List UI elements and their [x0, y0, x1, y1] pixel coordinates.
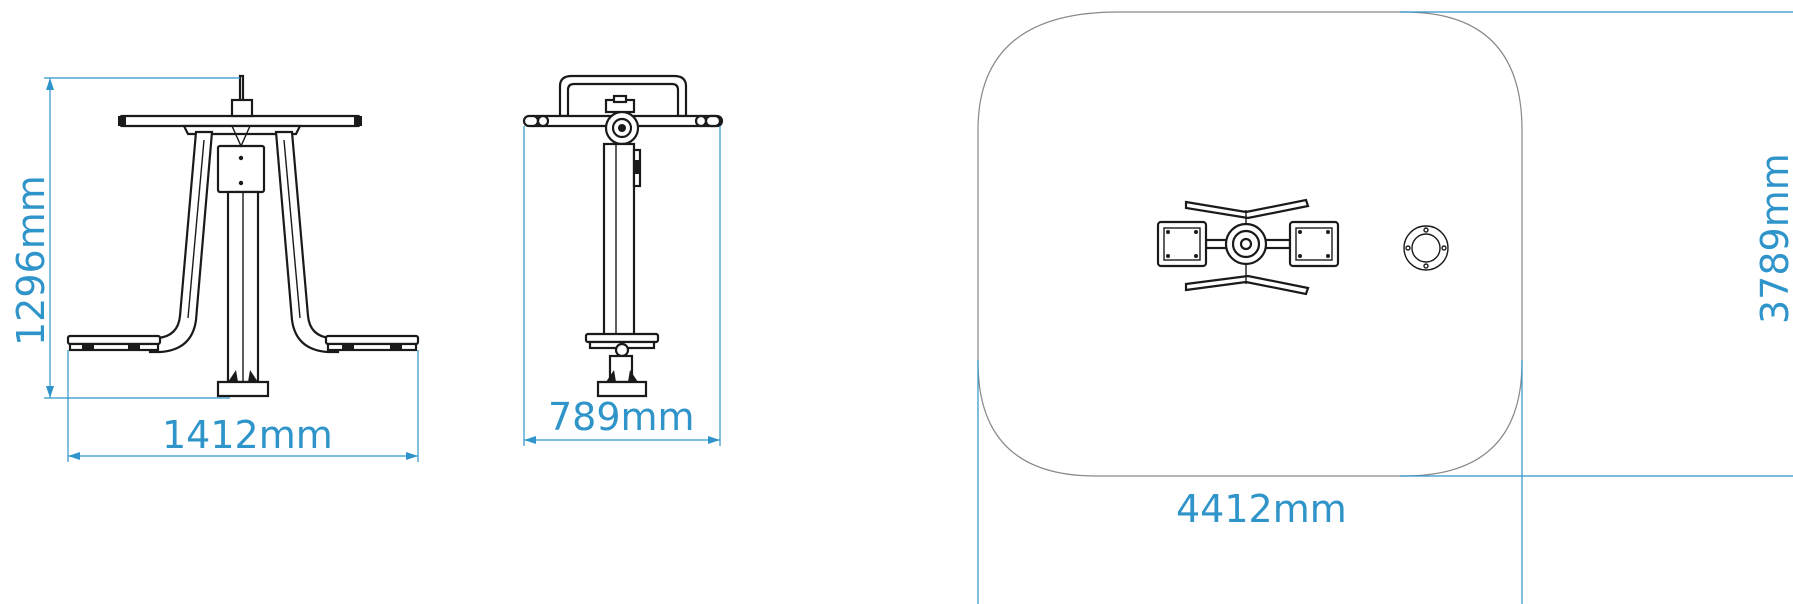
- side-width-dimension-label: 789mm: [548, 395, 695, 439]
- width-dimension-label: 1412mm: [162, 413, 333, 457]
- height-dimension-label: 1296mm: [9, 175, 53, 346]
- plan-view-width-dimension: 4412mm: [977, 360, 1523, 604]
- side-view-equipment: [522, 74, 724, 398]
- arrow-head: [406, 452, 418, 460]
- arrow-head: [68, 452, 80, 460]
- side-view: 789mm: [522, 74, 724, 446]
- arrow-head: [524, 436, 536, 444]
- front-view-height-dimension: 1296mm: [9, 77, 240, 399]
- side-view-width-dimension: 789mm: [523, 126, 721, 446]
- front-view-equipment: [66, 74, 420, 398]
- arrow-head: [46, 78, 54, 90]
- plan-view-equipment: [1156, 198, 1449, 296]
- arrow-head: [708, 436, 720, 444]
- plan-view: 4412mm 3789mm: [977, 11, 1793, 604]
- plan-width-dimension-label: 4412mm: [1176, 487, 1347, 531]
- front-view-width-dimension: 1412mm: [67, 350, 419, 462]
- front-view: 1296mm 1412mm: [9, 74, 420, 462]
- plan-depth-dimension-label: 3789mm: [1753, 153, 1793, 324]
- plan-view-depth-dimension: 3789mm: [1400, 11, 1793, 477]
- arrow-head: [46, 386, 54, 398]
